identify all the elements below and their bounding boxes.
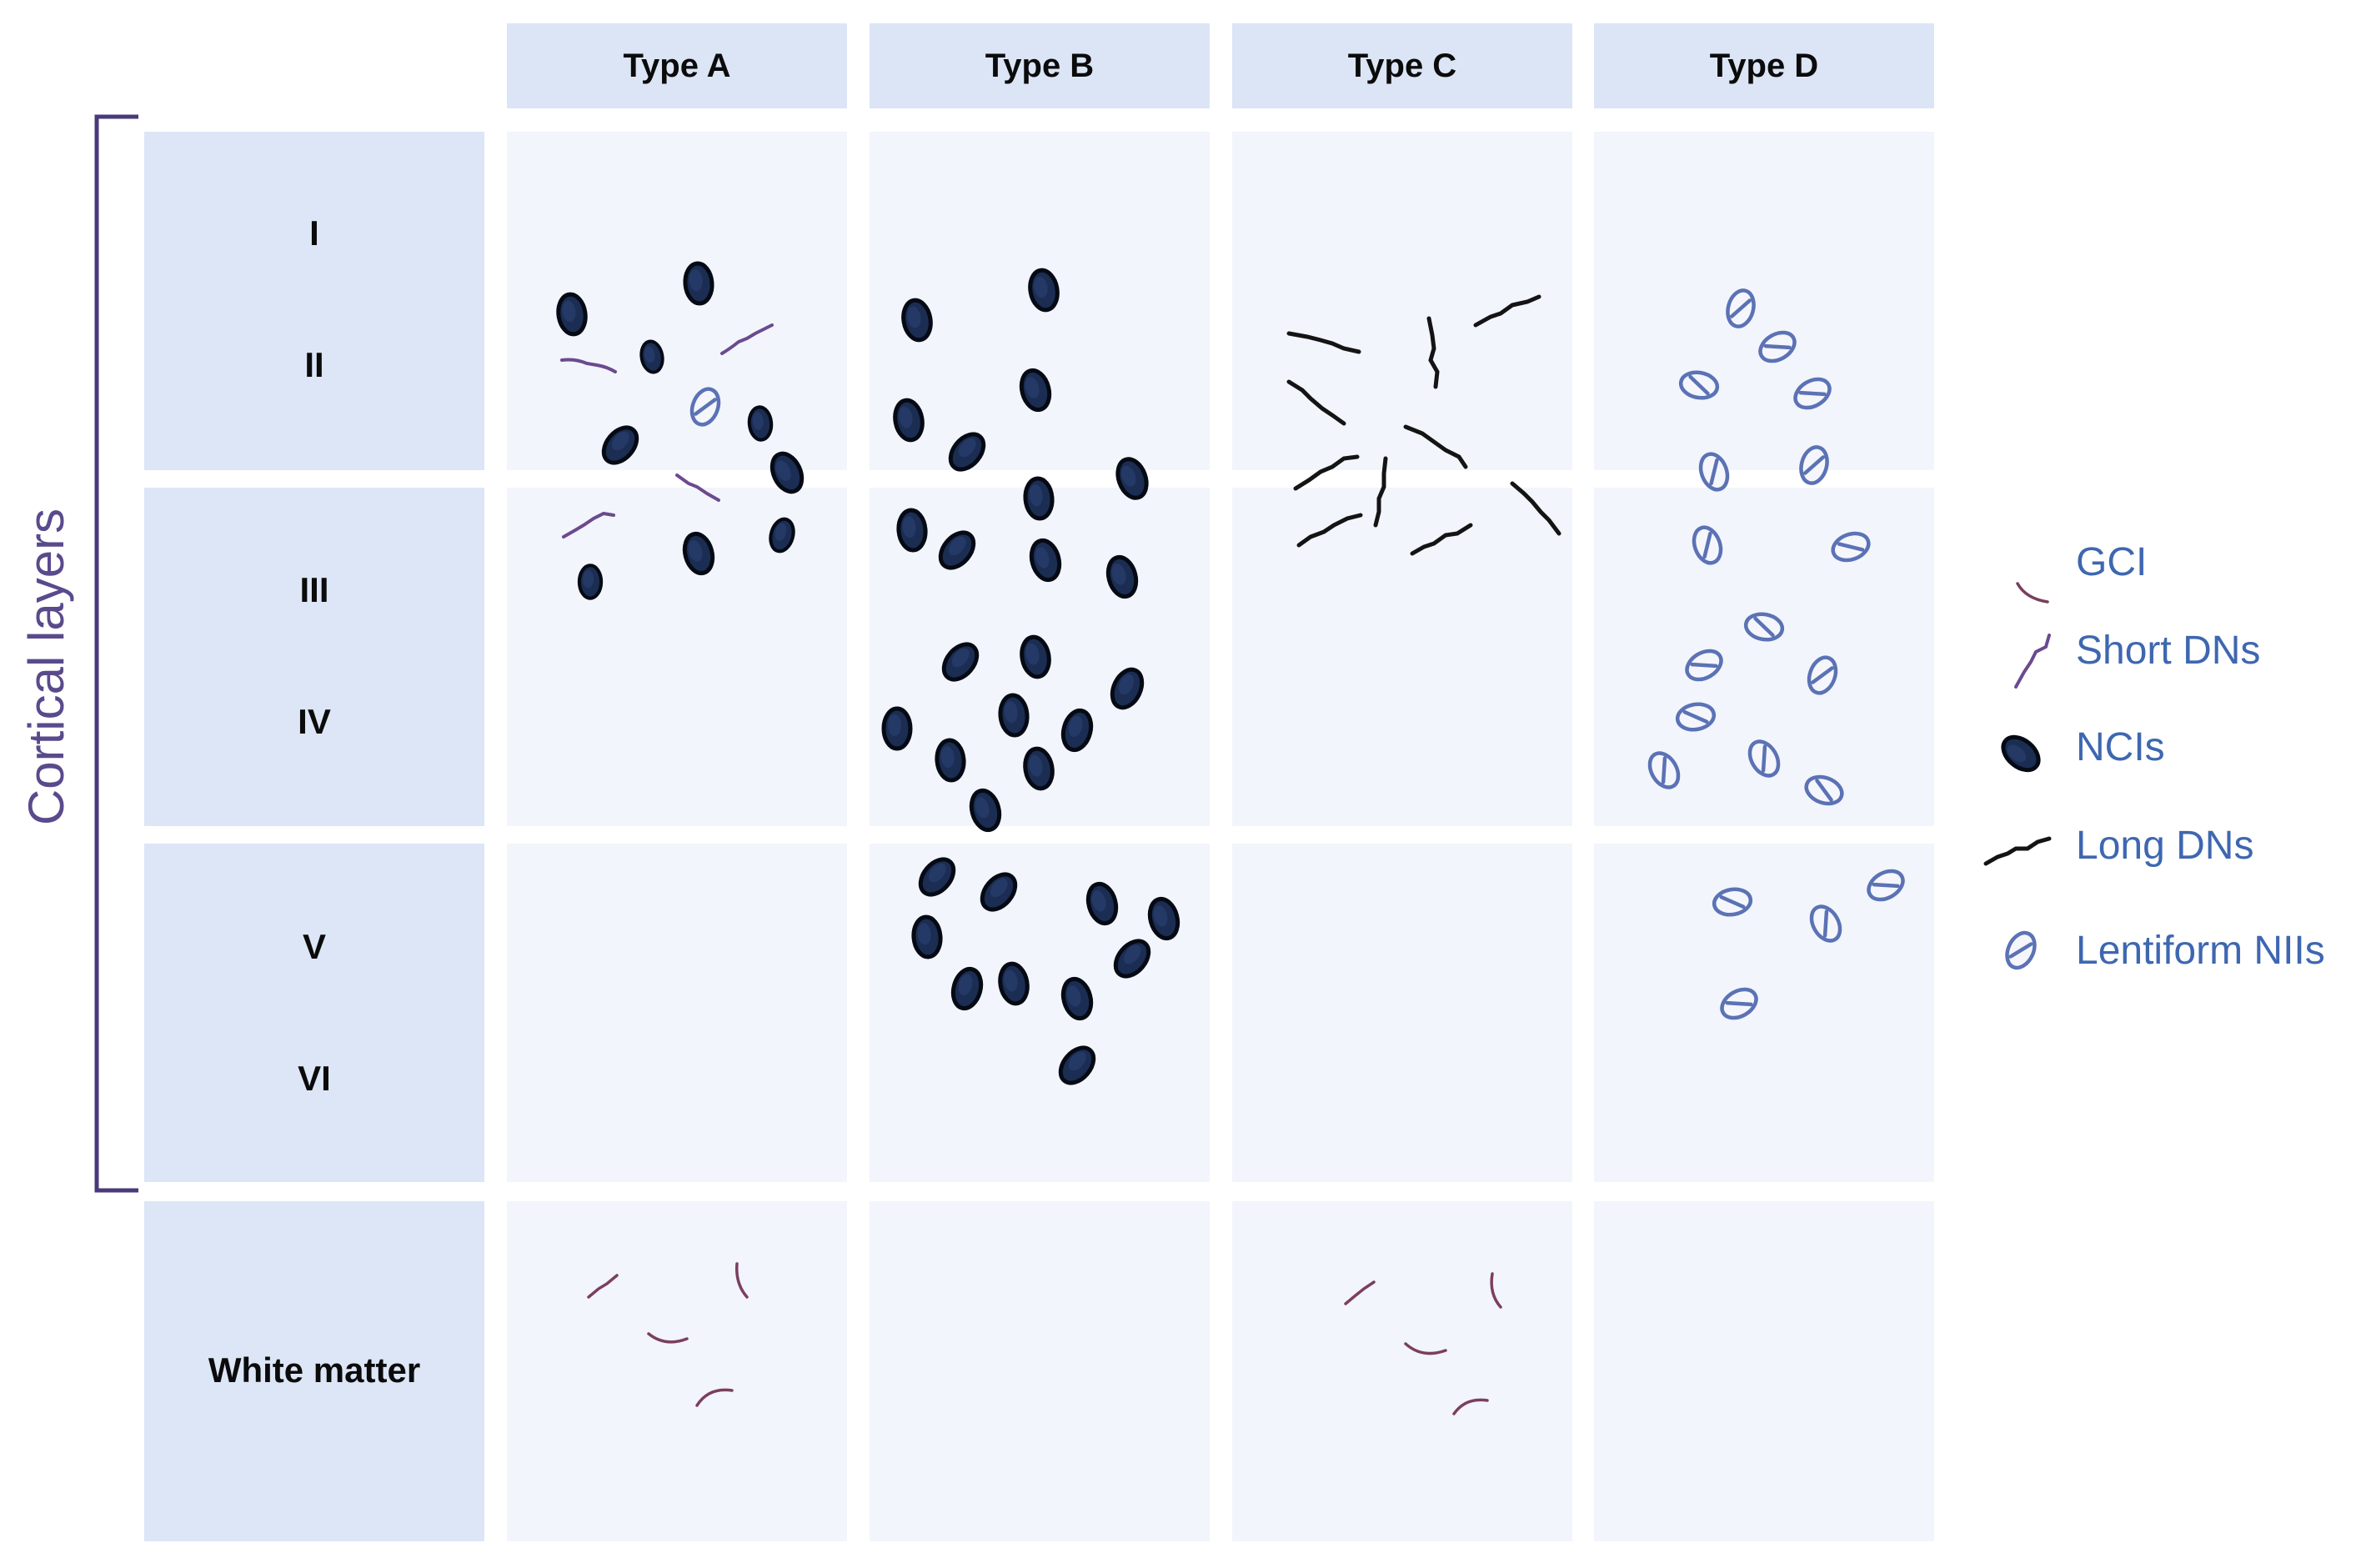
nci-icon [1997,730,2044,776]
cell-a-1 [507,132,847,470]
row-box-layers-3-4 [144,488,484,826]
gci-icon [1404,1342,1447,1355]
row-label-III: III [299,570,328,609]
nci-icon [748,406,773,440]
header-type-b: Type B [985,48,1094,84]
long-dn-icon [1373,456,1388,528]
cell-c-3 [1232,844,1572,1182]
long-dn-icon [1293,454,1360,491]
nci-icon [935,739,965,782]
short-dn-icon [562,511,615,539]
cell-d-1 [1594,132,1934,470]
gci-icon [695,1388,734,1407]
row-box-layers-5-6 [144,844,484,1182]
row-label-I: I [309,213,319,253]
long-dn-icon [1983,836,2052,866]
long-dn-icon [1473,294,1541,328]
cell-c-2 [1232,488,1572,826]
header-type-d: Type D [1710,48,1818,84]
cell-d-4 [1594,1201,1934,1541]
header-box-type-a [507,23,847,108]
nci-icon [684,263,714,305]
row-box-layers-1-2 [144,132,484,470]
row-label-II: II [304,345,323,384]
short-dn-icon [2014,634,2051,689]
header-box-type-b [870,23,1210,108]
nci-icon [884,709,910,749]
long-dn-icon [1286,331,1361,354]
type-a-pathology [556,263,808,1407]
cell-b-3 [870,844,1210,1182]
nci-icon [912,916,942,959]
header-box-type-d [1594,23,1934,108]
nci-icon [579,565,601,598]
gci-icon [647,1332,689,1344]
gci-icon [587,1274,619,1299]
short-dn-icon [675,473,720,502]
type-c-pathology [1286,294,1561,1415]
gci-icon [1452,1398,1489,1415]
cell-b-4 [870,1201,1210,1541]
nci-icon [1024,478,1054,520]
row-label-boxes: I II III IV V VI White matter [144,132,484,1541]
long-dn-icon [1296,513,1363,548]
grid-cells [507,132,1934,1541]
long-dn-icon [1403,424,1468,469]
header-type-c: Type C [1348,48,1456,84]
long-dn-icon [1426,316,1440,389]
legend-gci: GCI [2076,540,2147,584]
legend: GCI Short DNs NCIs Long DNs Lentiform NI… [1983,540,2325,973]
long-dn-icon [1410,523,1473,556]
header-type-a: Type A [624,48,731,84]
gci-icon [2016,582,2049,604]
gci-icon [1344,1280,1376,1305]
cell-a-4 [507,1201,847,1541]
row-box-white-matter [144,1201,484,1541]
gci-icon [735,1262,749,1299]
cortical-layers-label: Cortical layers [18,508,74,825]
column-headers: Type A Type B Type C Type D [507,23,1934,108]
legend-ncis: NCIs [2076,725,2165,769]
cell-c-1 [1232,132,1572,470]
nci-icon [897,509,927,552]
short-dn-icon [720,323,774,355]
long-dn-icon [1510,481,1561,536]
legend-long-dns: Long DNs [2076,824,2253,868]
lentiform-nii-icon [2002,929,2040,973]
cortical-layers-bracket [94,114,138,1193]
legend-lentiform-niis: Lentiform NIIs [2076,929,2325,973]
nci-icon [999,694,1029,737]
long-dn-icon [1286,379,1346,426]
row-label-V: V [303,927,326,966]
row-label-VI: VI [298,1059,331,1098]
cell-a-2 [507,488,847,826]
cell-c-4 [1232,1201,1572,1541]
row-label-IV: IV [298,702,331,741]
row-label-white-matter: White matter [208,1350,420,1390]
header-box-type-c [1232,23,1572,108]
gci-icon [1490,1272,1502,1309]
cell-a-3 [507,844,847,1182]
short-dn-icon [560,358,617,373]
legend-short-dns: Short DNs [2076,629,2260,673]
